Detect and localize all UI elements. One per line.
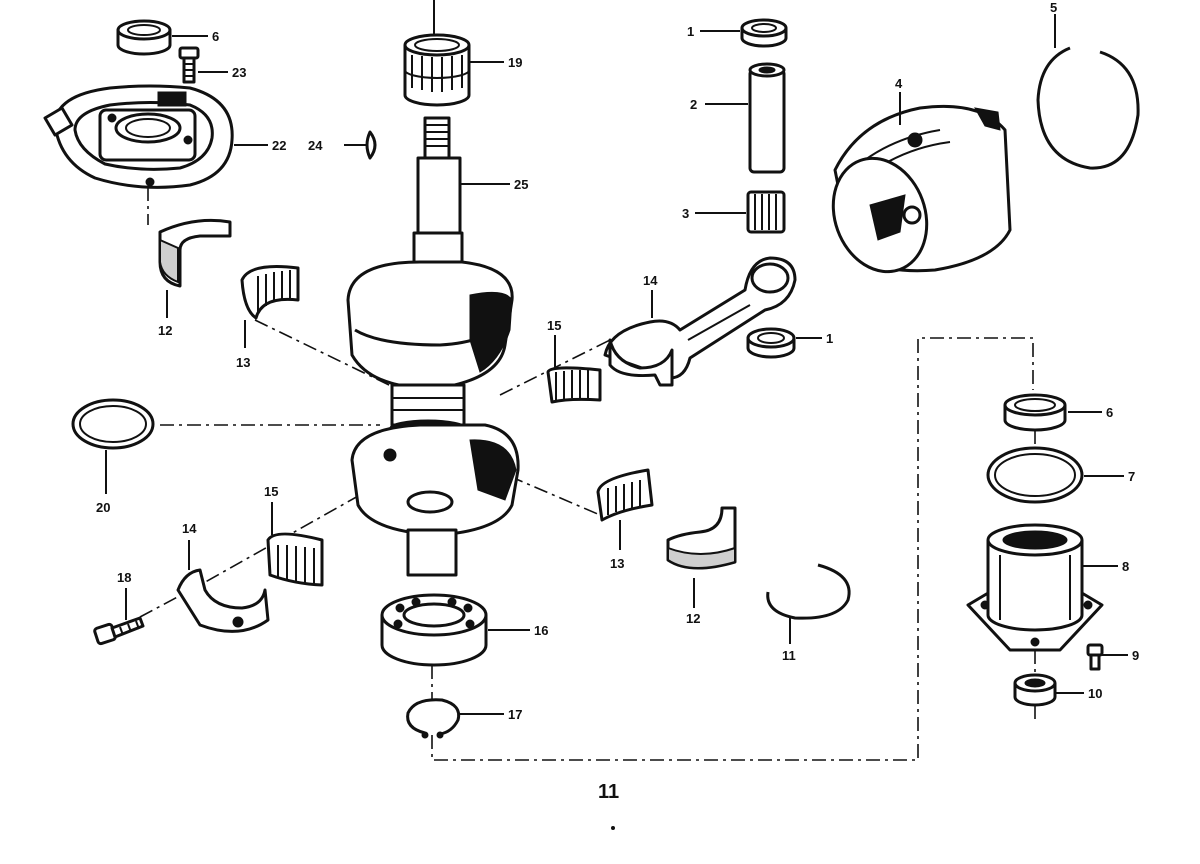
callout-10: 10 [1088,686,1102,701]
part-half-bearing-right [666,506,737,570]
part-needle-cage [746,190,786,234]
part-rod-cap [176,568,270,633]
part-half-bearing-left [158,218,232,288]
part-cap-screw [93,616,145,646]
callout-23: 23 [232,65,246,80]
callout-14-lower: 14 [182,521,197,536]
callout-16: 16 [534,623,548,638]
part-piston [831,104,1012,274]
part-needle-bearing-left [240,265,300,320]
part-ball-bearing [380,593,488,667]
callout-18: 18 [117,570,131,585]
callout-17: 17 [508,707,522,722]
callout-12-right: 12 [686,611,700,626]
callout-8: 8 [1122,559,1129,574]
callout-24: 24 [308,138,323,153]
part-wrist-pin [748,62,786,174]
callout-13-right: 13 [610,556,624,571]
part-key [365,130,377,160]
callout-12-left: 12 [158,323,172,338]
callout-11: 11 [782,648,796,663]
part-needle-bearing-upper [546,366,602,404]
callout-14-upper: 14 [643,273,658,288]
callout-25: 25 [514,177,528,192]
callout-15-lower: 15 [264,484,278,499]
callout-3: 3 [682,206,689,221]
leader-lines [105,0,1128,715]
part-upper-bearing [403,33,471,107]
part-seal-right [1013,673,1057,707]
part-bushing-top-left [116,19,172,56]
part-needle-bearing-lower [266,532,324,587]
callout-6-top-left: 6 [212,29,219,44]
callout-6-right: 6 [1106,405,1113,420]
callout-19: 19 [508,55,522,70]
callout-7: 7 [1128,469,1135,484]
part-snap-ring-middle [766,563,851,620]
part-oring-right [986,446,1084,504]
callout-1-lower: 1 [826,331,833,346]
part-oring-left [71,398,155,450]
callout-20: 20 [96,500,110,515]
part-piston-ring [1036,46,1140,170]
part-seal-lower [746,327,796,359]
part-connecting-rod-upper [603,256,797,387]
callout-1-top: 1 [687,24,694,39]
part-bearing-housing [966,523,1104,652]
callout-9: 9 [1132,648,1139,663]
callout-15-upper: 15 [547,318,561,333]
callout-labels: 6 23 22 24 19 25 1 2 3 4 5 12 13 14 1 15… [96,0,1139,722]
callout-13-left: 13 [236,355,250,370]
callout-4: 4 [895,76,903,91]
part-seal-top [740,18,788,48]
part-crankshaft [346,116,520,577]
figure-number: 11 [598,781,619,803]
part-screw-right [1086,643,1104,671]
part-screw-small [178,46,200,84]
callout-5: 5 [1050,0,1057,15]
callout-2: 2 [690,97,697,112]
callout-22: 22 [272,138,286,153]
part-needle-bearing-right [596,468,654,522]
part-retaining-ring [406,698,461,739]
part-trigger-plate [43,84,234,189]
part-bushing-right [1003,393,1067,432]
